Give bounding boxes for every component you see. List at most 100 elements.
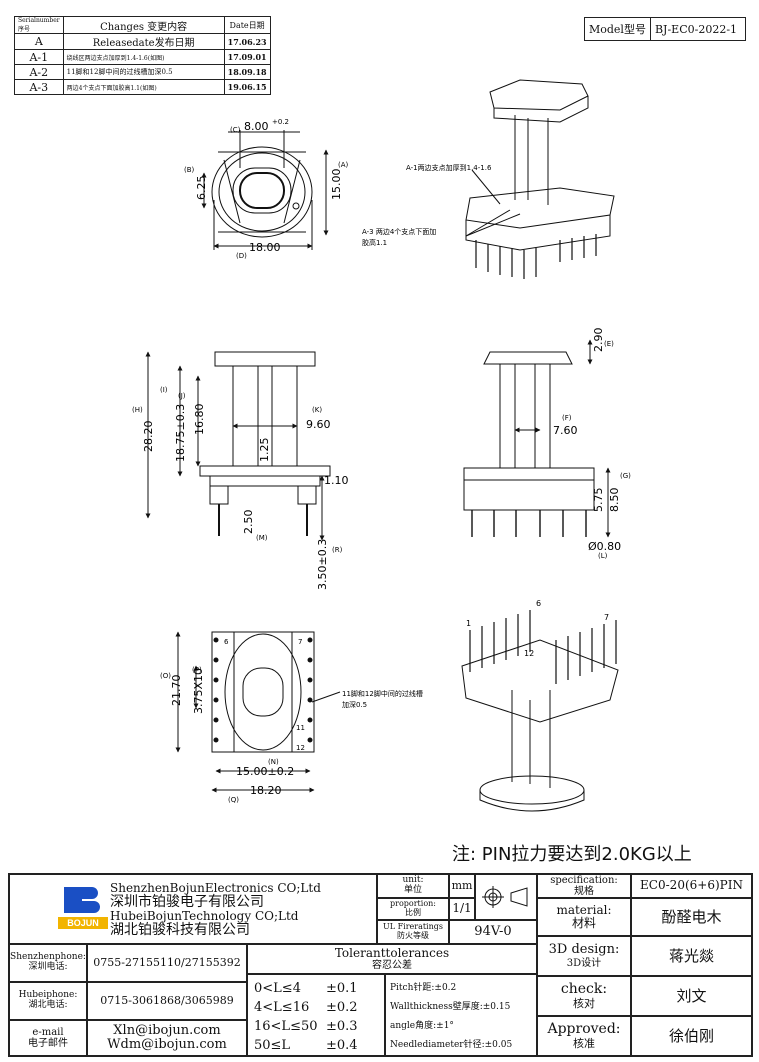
front-l-dim: 1.25	[258, 438, 271, 463]
top-a-dim: 15.00	[330, 169, 343, 201]
sz-phone-cn: 深圳电话:	[28, 962, 68, 972]
drawing-canvas: (C) 8.00 +0.2 (B) 6.25 (A) 15.00 18.00 (…	[132, 79, 631, 812]
tol-title-cn: 容忍公差	[372, 960, 412, 972]
model-box: Model型号 BJ-EC0-2022-1	[584, 17, 746, 41]
unit-label-cell: unit:单位	[377, 874, 449, 898]
email-cn: 电子邮件	[28, 1038, 68, 1049]
side-g-dim1: 5.75	[592, 488, 605, 513]
model-value: BJ-EC0-2022-1	[654, 22, 738, 36]
approved-cn: 核准	[573, 1036, 595, 1050]
rev-date: 18.09.18	[223, 64, 271, 80]
check-cn: 核对	[573, 996, 595, 1010]
front-r-dim: 3.50±0.3	[316, 539, 329, 590]
material-cn: 材料	[571, 916, 596, 930]
email2: Wdm@ibojun.com	[107, 1037, 227, 1052]
material-label-cell: material:材料	[537, 898, 631, 936]
company-cn2: 湖北铂骏科技有限公司	[110, 922, 250, 938]
hb-phone-en: Hubeiphone:	[18, 990, 78, 1001]
side-f-label: (F)	[562, 414, 572, 422]
bottom-pin12: 12	[296, 744, 305, 752]
tol-row: 50≤L±0.4	[254, 1038, 358, 1053]
bottom-p-label: (P)	[192, 666, 202, 674]
iso-note-a3-line1: A-3 两边4个支点下面加	[362, 227, 436, 236]
front-i-dim: 18.75±0.3	[174, 404, 187, 462]
company-en1: ShenzhenBojunElectronics CO;Ltd	[110, 881, 321, 895]
side-view	[463, 339, 611, 538]
hb-phone-label: Hubeiphone:湖北电话:	[9, 982, 87, 1020]
side-g-dim2: 8.50	[608, 488, 621, 513]
tol-title-en: Toleranttolerances	[334, 945, 450, 960]
proportion-en: proportion:	[390, 899, 436, 909]
front-j-dim: 16.80	[193, 404, 206, 436]
ul-value: 94V-0	[449, 920, 537, 944]
sz-phone-value: 0755-27155110/27155392	[87, 944, 247, 982]
proportion-value: 1/1	[449, 898, 475, 920]
material-en: material:	[556, 902, 612, 917]
iso-pin7: 7	[604, 613, 609, 622]
unit-label-cn: 单位	[403, 885, 422, 895]
company-en2: HubeiBojunTechnology CO;Ltd	[110, 909, 299, 923]
top-view	[201, 130, 329, 250]
bottom-n-dim: 15.00±0.2	[236, 765, 294, 778]
spec-cn: 规格	[574, 886, 594, 897]
bottom-view	[175, 631, 341, 793]
ul-cn: 防火等级	[397, 931, 429, 940]
model-label: Model型号	[585, 18, 651, 40]
bottom-pin7: 7	[298, 638, 302, 646]
projection-symbol-icon	[482, 886, 528, 908]
front-m-label: (M)	[256, 534, 268, 542]
check-en: check:	[560, 981, 608, 998]
iso-note-a3-line2: 胶高1.1	[362, 238, 387, 247]
tol-row: 16<L≤50±0.3	[254, 1019, 358, 1034]
iso-bottom-view	[461, 610, 619, 812]
approved-en: Approved:	[547, 1021, 621, 1038]
front-h-label: (H)	[132, 406, 143, 414]
design-en: 3D design:	[548, 942, 620, 958]
design-value: 蒋光燚	[631, 936, 752, 976]
logo-text: BOJUN	[58, 917, 108, 929]
pin-pull-note: 注: PIN拉力要达到2.0KG以上	[452, 844, 692, 865]
email1: Xln@ibojun.com	[113, 1022, 221, 1038]
tol-note: angle角度:±1°	[390, 1021, 454, 1031]
proportion-cn: 比例	[405, 908, 421, 917]
unit-label-en: unit:	[402, 875, 424, 886]
tol-note: Wallthickness壁厚度:±0.15	[390, 1002, 511, 1012]
front-m-dim: 2.50	[242, 510, 255, 535]
bottom-q-dim: 18.20	[250, 784, 282, 797]
top-b-dim: 6.25	[195, 176, 208, 201]
top-d-label: (D)	[236, 252, 247, 260]
side-pin-dim: Ø0.80	[588, 540, 621, 553]
top-c-tol: +0.2	[272, 118, 289, 126]
tol-note: Pitch针距:±0.2	[390, 983, 457, 993]
proportion-label-cell: proportion:比例	[377, 898, 449, 920]
iso-pin6: 6	[536, 599, 541, 608]
sz-phone-label: Shenzhenphone:深圳电话:	[9, 944, 87, 982]
rev-no: A-3	[14, 79, 64, 95]
spec-value: EC0-20(6+6)PIN	[631, 874, 752, 898]
top-c-label: (C)	[230, 126, 241, 134]
tolerance-ranges: 0<L≤4±0.1 4<L≤16±0.2 16<L≤50±0.3 50≤L±0.…	[247, 974, 385, 1056]
rev-date: 17.09.01	[223, 49, 271, 65]
side-g-label: (G)	[620, 472, 631, 480]
iso-pin12: 12	[524, 649, 534, 658]
unit-value: mm	[449, 874, 475, 898]
approved-value: 徐伯刚	[631, 1016, 752, 1056]
spec-en: specification:	[550, 875, 618, 886]
material-value: 酚醛电木	[631, 898, 752, 936]
design-cn: 3D设计	[566, 957, 602, 969]
front-k-label: (K)	[312, 406, 322, 414]
tol-row: 4<L≤16±0.2	[254, 1000, 358, 1015]
title-block: BOJUN ShenzhenBojunElectronics CO;Ltd 深圳…	[8, 873, 753, 1057]
front-j-label: (J)	[178, 392, 186, 400]
top-a-label: (A)	[338, 161, 349, 169]
ul-en: UL Fireratings	[382, 922, 443, 932]
hb-phone-value: 0715-3061868/3065989	[87, 982, 247, 1020]
bottom-note-line2: 加深0.5	[342, 700, 367, 709]
side-l-label: (L)	[598, 552, 608, 560]
company-cn1: 深圳市铂骏电子有限公司	[110, 894, 264, 910]
bottom-p-dim: 3.75X10	[192, 668, 205, 714]
front-view	[145, 351, 331, 541]
top-c-dim: 8.00	[244, 120, 269, 133]
